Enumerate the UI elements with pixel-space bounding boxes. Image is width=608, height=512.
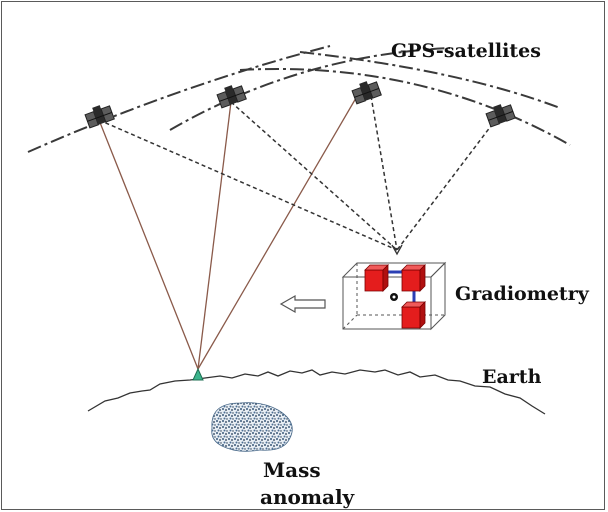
signal-line-sat2-receiver [197, 101, 232, 370]
gradiometer-box-icon [341, 261, 447, 331]
satellite-icon [485, 104, 516, 128]
satellite-icon [351, 81, 382, 105]
cube [401, 264, 426, 292]
satellites-label: GPS-satellites [391, 40, 541, 62]
mass-anomaly-icon [211, 402, 293, 452]
signal-line-sat2-gradiometer [230, 101, 398, 251]
cube [364, 264, 389, 292]
mass-anomaly-label-line1: Mass [263, 458, 321, 482]
satellite-icon [84, 105, 115, 129]
orbit-1 [27, 45, 331, 153]
cube [401, 301, 426, 329]
signal-line-sat3-receiver [197, 97, 357, 370]
orbit-3 [239, 67, 571, 146]
mass-anomaly-label-line2: anomaly [260, 485, 355, 509]
gradiometer-arrowhead [391, 244, 403, 256]
arrow-left-icon [279, 294, 326, 314]
signal-line-sat1-gradiometer [98, 119, 398, 251]
signal-line-sat4-gradiometer [396, 117, 498, 251]
orbit-4 [299, 51, 561, 109]
orbit-2 [169, 47, 451, 131]
signal-line-sat3-gradiometer [370, 95, 398, 251]
gradiometry-label: Gradiometry [455, 283, 589, 305]
signal-line-sat1-receiver [98, 119, 199, 370]
earth-label: Earth [482, 366, 542, 388]
signal-lines-receiver [98, 97, 357, 370]
receiver-icon [192, 367, 204, 381]
signal-lines-gradiometer [98, 95, 498, 251]
earth-surface [87, 369, 546, 415]
satellite-orbits [27, 45, 571, 153]
satellite-icon [216, 85, 247, 109]
